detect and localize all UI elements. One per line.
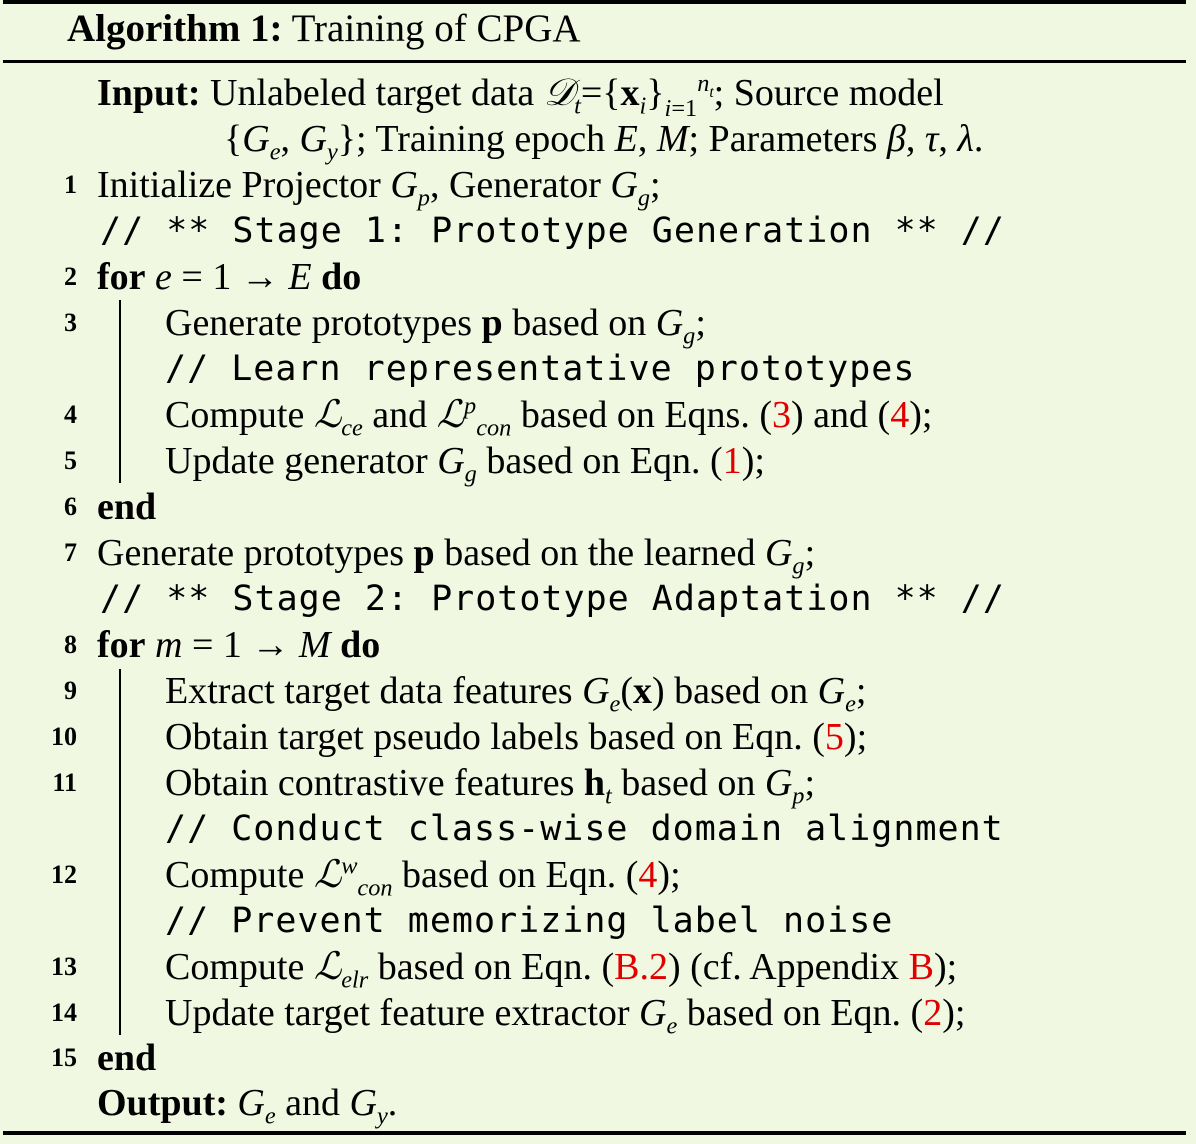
- eqn-ref-3[interactable]: 3: [772, 394, 791, 436]
- algorithm-title: Algorithm 1: Training of CPGA: [67, 7, 581, 50]
- header-rule: [3, 60, 1186, 63]
- eqn-ref-4[interactable]: 4: [890, 394, 910, 436]
- eqn-ref-b2[interactable]: B.2: [614, 946, 668, 988]
- appendix-ref-b[interactable]: B: [908, 946, 934, 988]
- eqn-ref-5[interactable]: 5: [824, 716, 844, 758]
- for-loop-bar-2: [119, 669, 121, 1035]
- for-loop-bar-1: [119, 300, 121, 483]
- eqn-ref-1[interactable]: 1: [722, 440, 742, 482]
- eqn-ref-2[interactable]: 2: [923, 992, 943, 1034]
- bottom-rule: [3, 1131, 1186, 1135]
- top-rule: [3, 0, 1186, 4]
- eqn-ref-4b[interactable]: 4: [638, 854, 658, 896]
